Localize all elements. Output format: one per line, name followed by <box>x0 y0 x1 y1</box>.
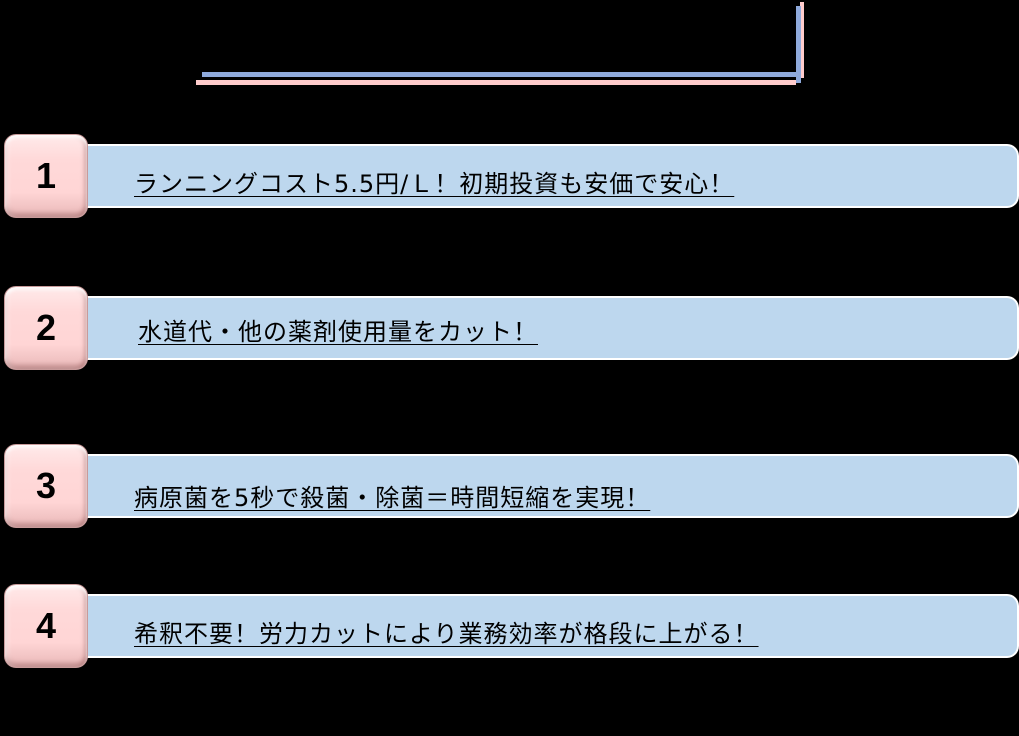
feature-number-badge: 4 <box>4 584 88 668</box>
decorative-pink-vertical-line <box>800 2 804 78</box>
feature-number-badge: 3 <box>4 444 88 528</box>
feature-item-4: 4 希釈不要！労力カットにより業務効率が格段に上がる！ <box>0 584 1019 670</box>
feature-bar <box>86 144 1019 208</box>
feature-number-badge: 2 <box>4 286 88 370</box>
decorative-pink-horizontal-line <box>196 80 796 85</box>
feature-bar <box>86 594 1019 658</box>
feature-text: ランニングコスト5.5円/Ｌ！初期投資も安価で安心！ <box>134 170 735 198</box>
feature-text: 希釈不要！労力カットにより業務効率が格段に上がる！ <box>134 620 759 648</box>
feature-number-badge: 1 <box>4 134 88 218</box>
feature-text: 水道代・他の薬剤使用量をカット！ <box>138 318 538 346</box>
feature-bar <box>86 296 1019 360</box>
decorative-blue-horizontal-line <box>202 72 802 77</box>
decorative-blue-vertical-line <box>796 6 801 83</box>
feature-text: 病原菌を5秒で殺菌・除菌＝時間短縮を実現！ <box>134 484 651 512</box>
feature-bar <box>86 454 1019 518</box>
feature-item-3: 3 病原菌を5秒で殺菌・除菌＝時間短縮を実現！ <box>0 444 1019 530</box>
feature-item-2: 2 水道代・他の薬剤使用量をカット！ <box>0 286 1019 372</box>
feature-item-1: 1 ランニングコスト5.5円/Ｌ！初期投資も安価で安心！ <box>0 134 1019 220</box>
